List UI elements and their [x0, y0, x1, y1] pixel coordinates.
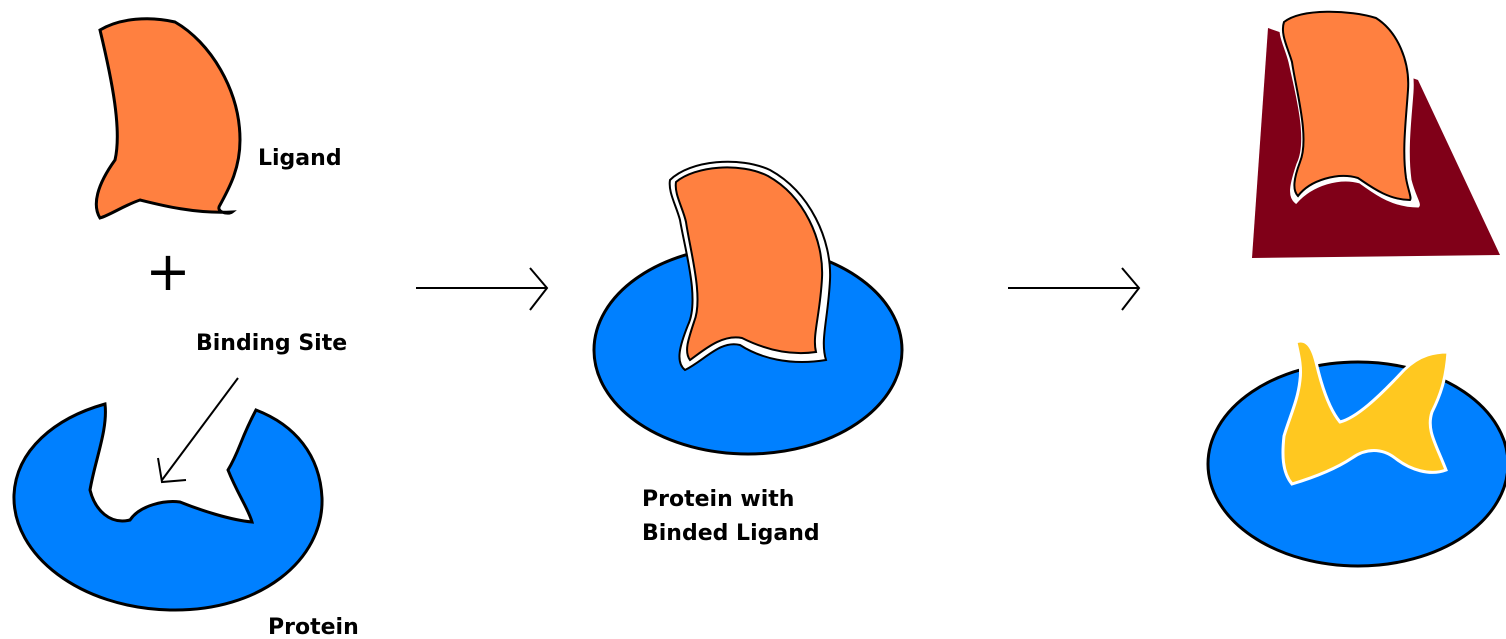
ligand-label: Ligand	[258, 146, 342, 171]
protein-label: Protein	[268, 615, 359, 639]
complex-label-line-1: Protein with	[642, 487, 794, 512]
reaction-arrow-2	[1008, 268, 1139, 310]
complex-label-line-2: Binded Ligand	[642, 521, 820, 546]
protein-shape-final	[1208, 362, 1506, 566]
protein-shape	[14, 404, 322, 610]
binding-site-label: Binding Site	[196, 331, 347, 356]
ligand-shape	[96, 19, 240, 218]
ligand-shape-released	[1283, 12, 1411, 200]
reaction-arrow-1	[416, 268, 547, 310]
plus-sign: +	[145, 240, 190, 303]
binding-site-arrow	[158, 378, 238, 482]
